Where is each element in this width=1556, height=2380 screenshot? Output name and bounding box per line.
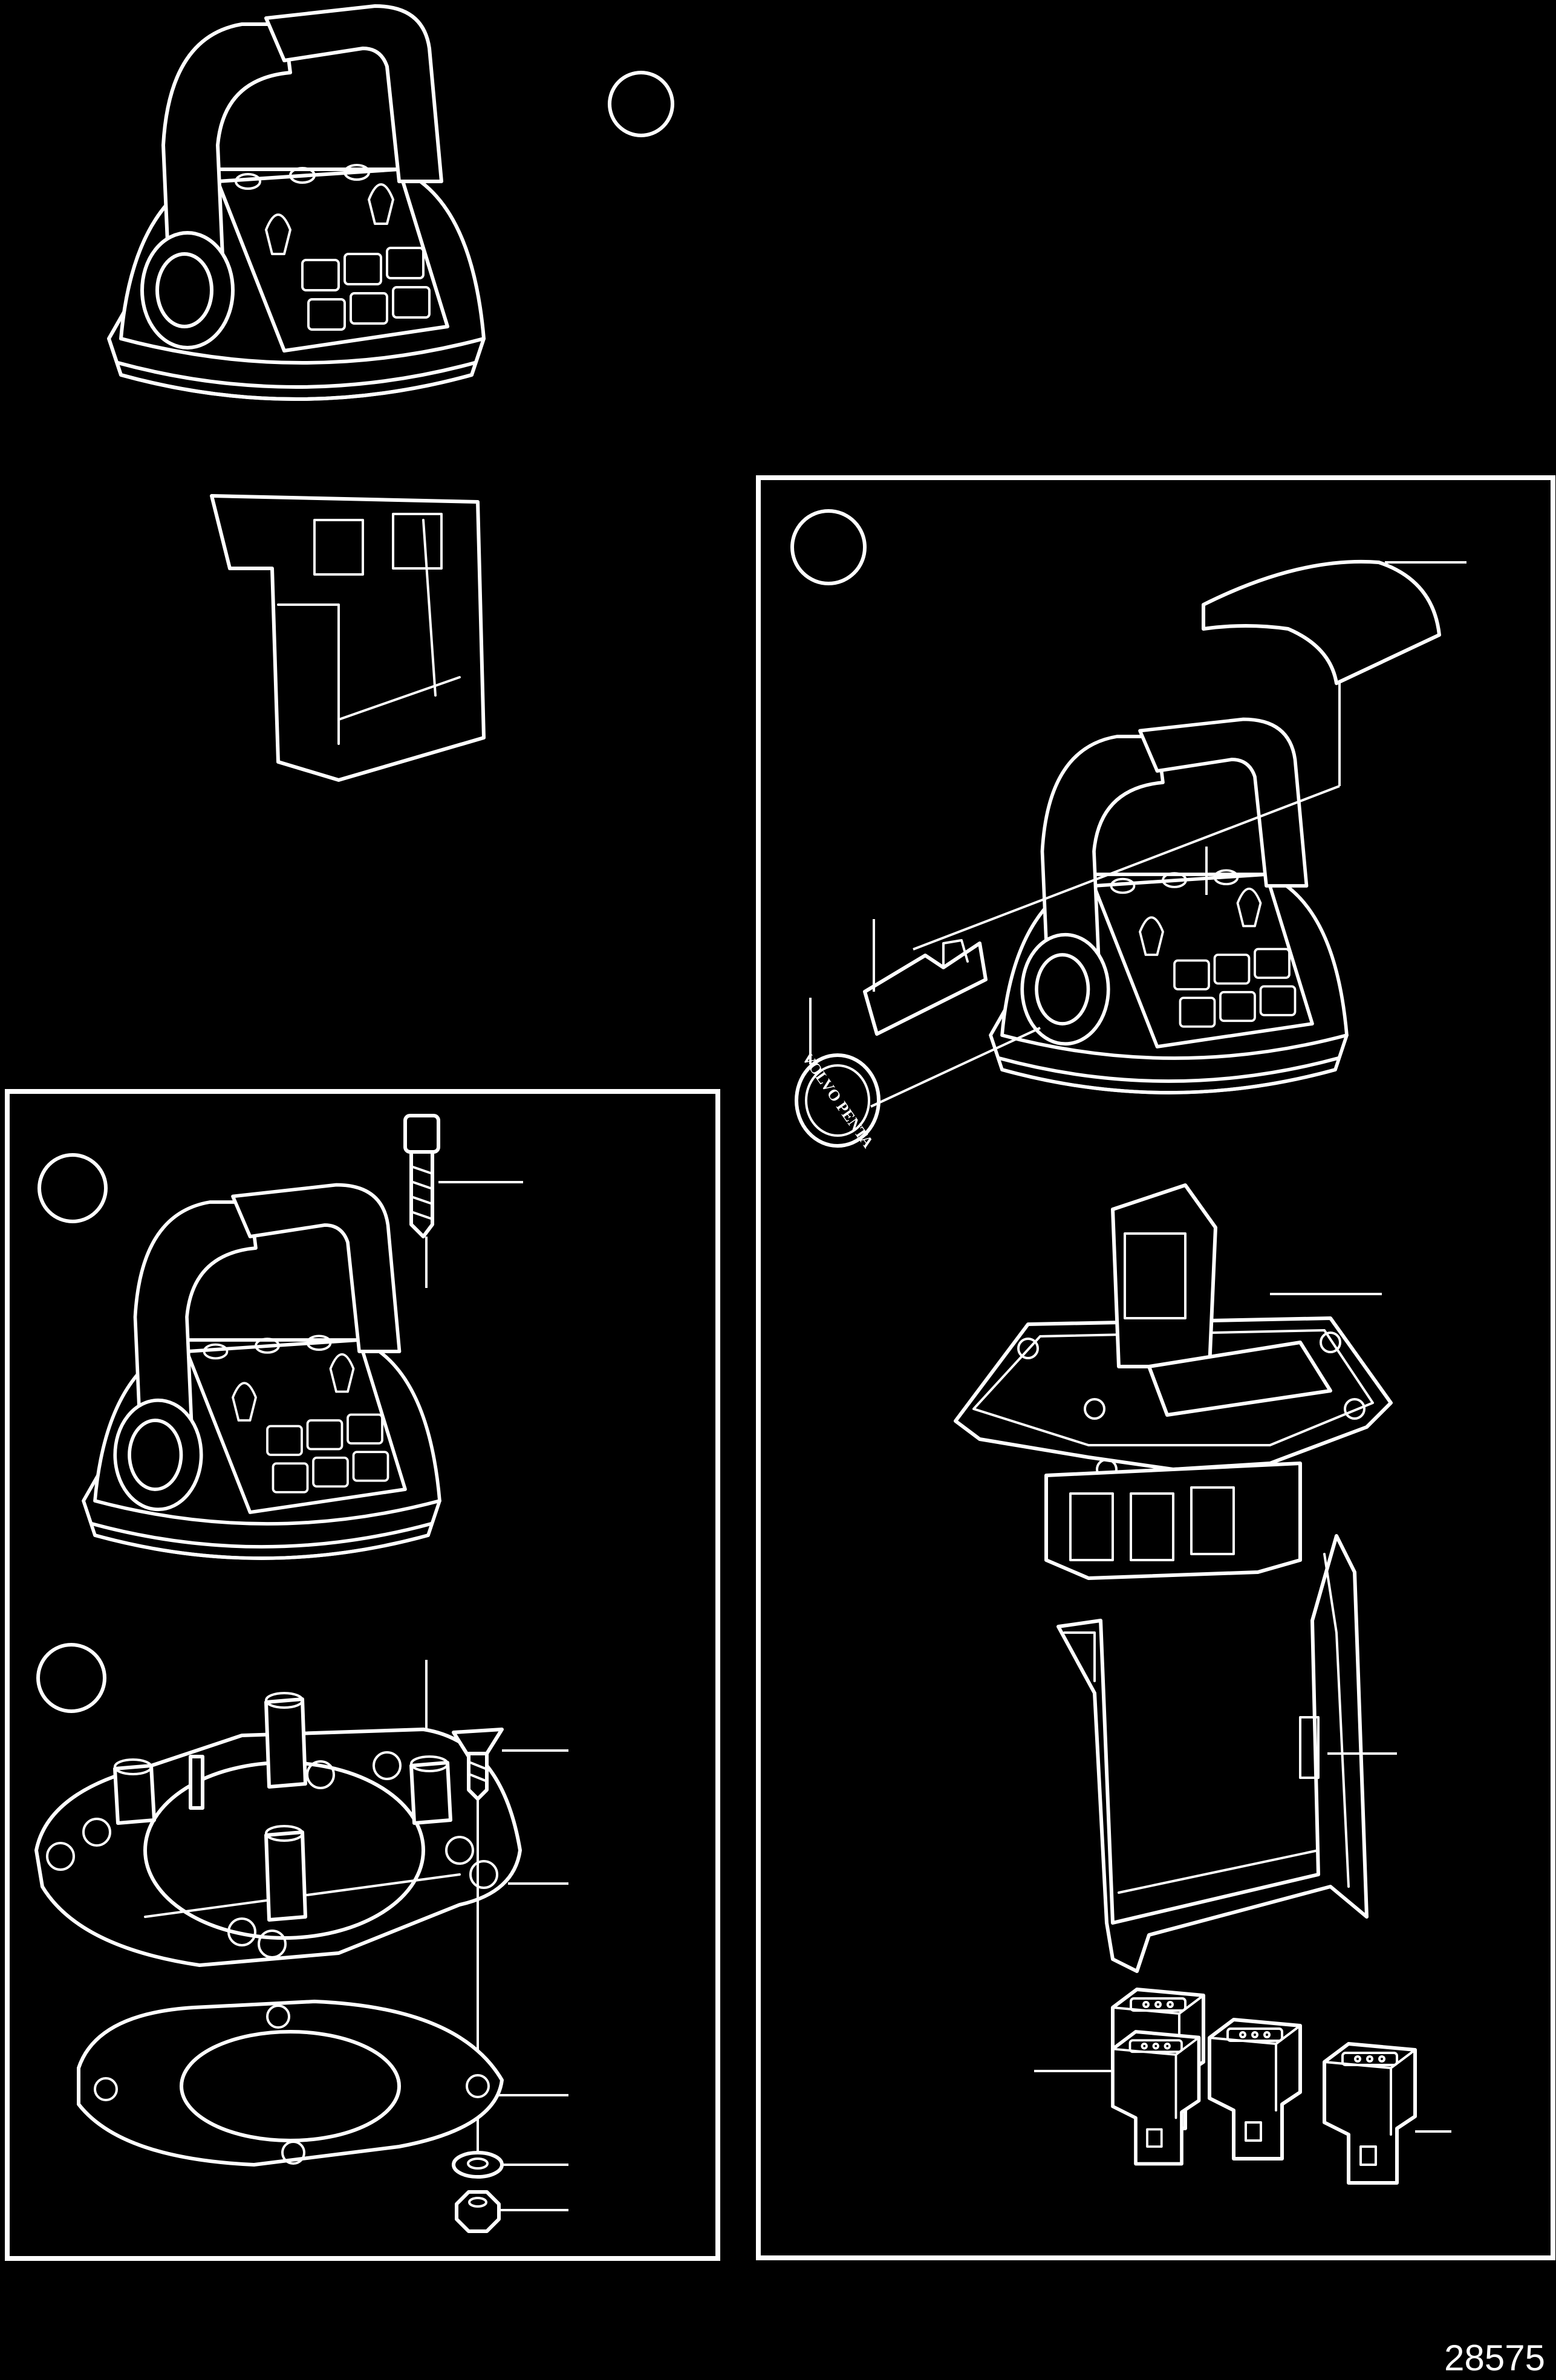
- electronic-unit: [954, 1183, 1393, 1580]
- view-marker-3: [37, 1153, 108, 1223]
- mounting-base: [34, 1692, 568, 1967]
- logo-cap: VOLVO PENTA: [795, 1050, 881, 1151]
- long-screw: [403, 1114, 523, 1238]
- view-marker-1: [608, 71, 674, 137]
- view-mounting: [5, 1089, 720, 2261]
- washer: [452, 2151, 568, 2179]
- figure-number: 28575: [1444, 2338, 1545, 2378]
- view-exploded-control: VOLVO PENTA: [756, 475, 1555, 2260]
- view-assembled-control: [109, 6, 674, 782]
- view-marker-2: [790, 509, 867, 585]
- view-marker-4: [36, 1643, 106, 1713]
- gasket: [77, 2000, 568, 2167]
- nut: [455, 2190, 568, 2233]
- connector-set: [1034, 1989, 1451, 2183]
- mounting-bracket: [1056, 1534, 1397, 1973]
